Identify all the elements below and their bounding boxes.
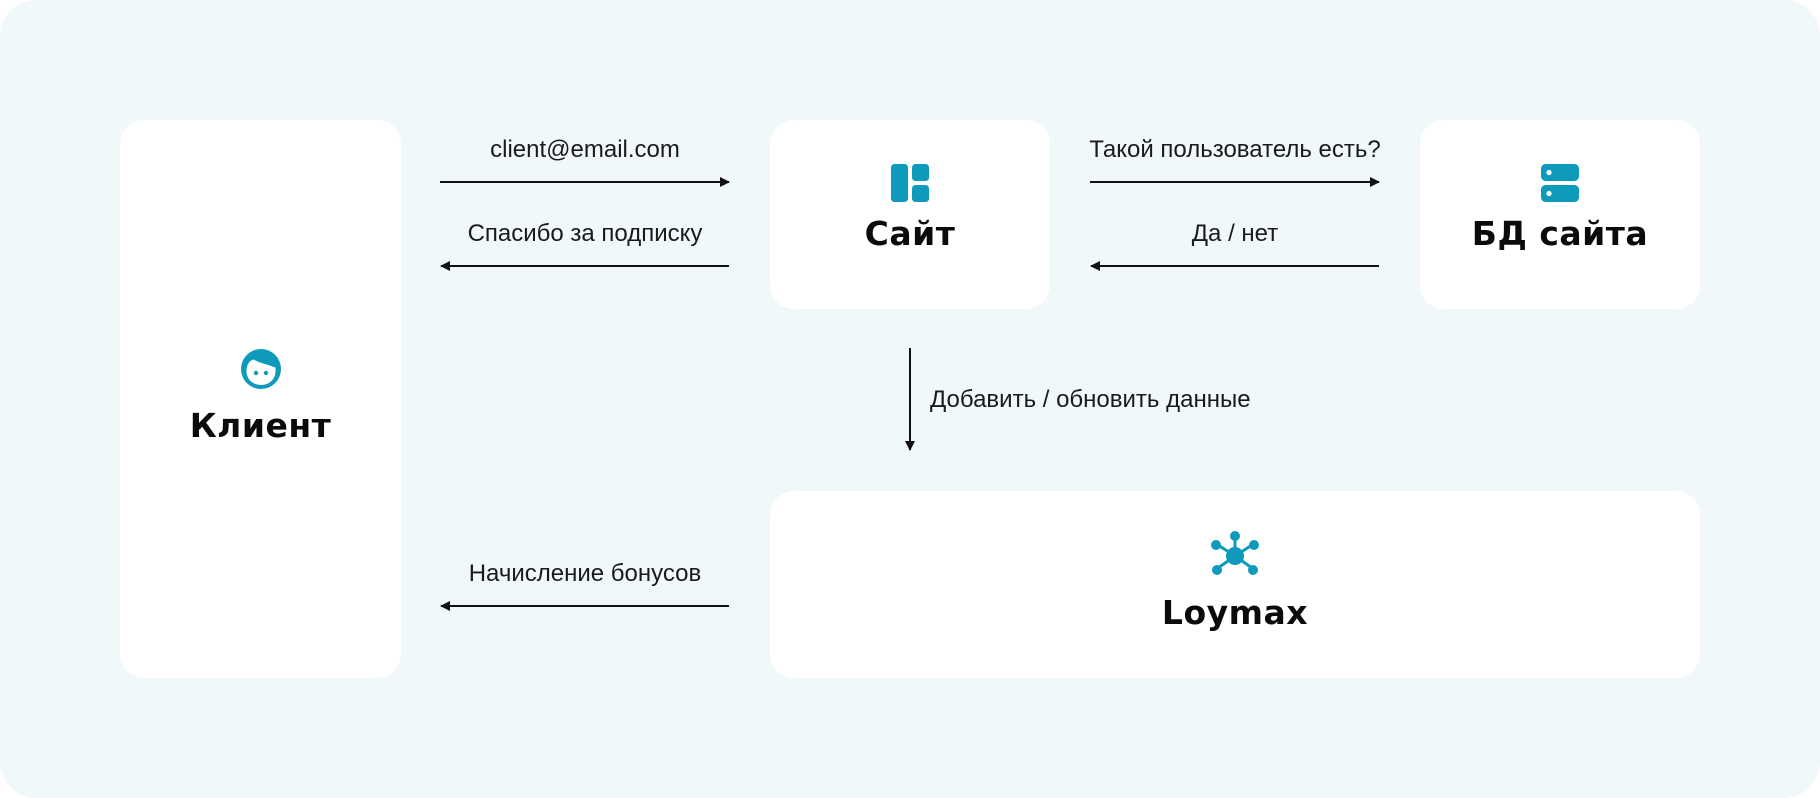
label-user-exists-query: Такой пользователь есть? <box>1089 136 1381 163</box>
label-client-email: client@email.com <box>490 136 680 163</box>
label-thanks-subscription: Спасибо за подписку <box>467 220 703 247</box>
face-icon <box>240 349 281 389</box>
client-node: Клиент <box>120 120 401 678</box>
label-yes-no: Да / нет <box>1191 220 1279 247</box>
db-title: БД сайта <box>1471 214 1649 253</box>
database-icon <box>1541 164 1579 202</box>
loymax-node: Loymax <box>770 491 1700 678</box>
client-title: Клиент <box>189 406 332 445</box>
site-node: Сайт <box>770 120 1050 309</box>
layout-icon <box>891 164 929 202</box>
label-bonus-accrual: Начисление бонусов <box>468 560 702 587</box>
label-add-update-data: Добавить / обновить данные <box>930 386 1251 413</box>
network-hub-icon <box>1211 531 1259 575</box>
loymax-title: Loymax <box>1161 593 1309 632</box>
site-title: Сайт <box>864 214 956 253</box>
db-node: БД сайта <box>1420 120 1700 309</box>
